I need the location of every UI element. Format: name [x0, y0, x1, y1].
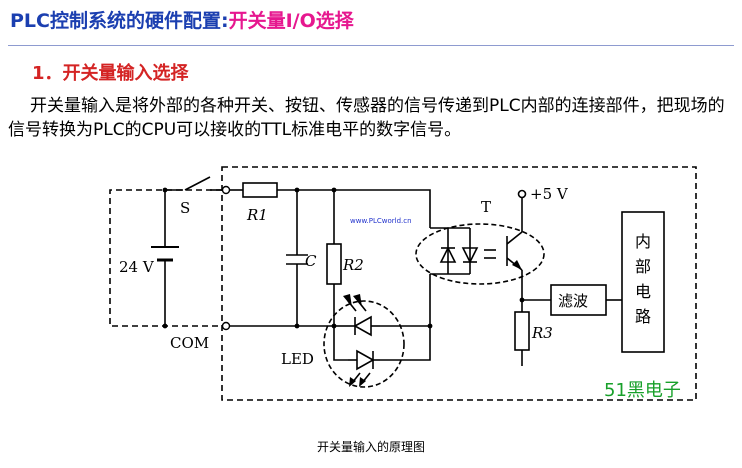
label-internal-1: 内: [635, 232, 651, 251]
junction-dot: [331, 187, 337, 193]
label-t: T: [481, 198, 491, 216]
label-internal-4: 路: [635, 307, 651, 326]
label-filter: 滤波: [558, 292, 588, 310]
label-led: LED: [281, 350, 314, 368]
label-com: COM: [170, 334, 209, 352]
section-heading: 1．开关量输入选择: [32, 63, 189, 84]
label-c: C: [305, 252, 317, 270]
label-s: S: [180, 199, 190, 217]
figure-caption: 开关量输入的原理图: [316, 440, 425, 454]
title-divider: [8, 45, 734, 46]
junction-dot: [427, 323, 433, 329]
resistor-r2: [326, 243, 342, 285]
label-5v: +5 V: [530, 185, 569, 203]
label-24v: 24 V: [119, 258, 155, 276]
url-watermark: www.PLCworld.cn: [350, 217, 412, 225]
internal-circuit-box: [621, 211, 665, 353]
junction-dot: [331, 323, 337, 329]
switch-s: [184, 176, 211, 191]
led-ellipse: [323, 300, 405, 388]
junction-dot: [162, 187, 168, 193]
plc-boundary-box: [221, 166, 697, 401]
transistor-emitter-arrow: [512, 260, 522, 270]
optocoupler-ellipse: [415, 223, 545, 285]
resistor-r3: [514, 311, 530, 351]
title-highlight: 开关量I/O选择: [228, 10, 354, 32]
title-main: PLC控制系统的硬件配置:: [10, 10, 229, 32]
label-r3: R3: [531, 324, 553, 342]
opto-diode-1: [439, 246, 457, 263]
terminal-top: [221, 185, 231, 195]
junction-dot: [294, 323, 300, 329]
led-2: [356, 349, 375, 371]
brand-watermark: 51黑电子: [604, 380, 681, 401]
label-internal-3: 电: [635, 282, 651, 301]
resistor-r1: [242, 182, 278, 198]
opto-diode-2: [461, 247, 479, 264]
label-internal-2: 部: [635, 257, 651, 276]
terminal-com: [221, 321, 231, 331]
page-title: PLC控制系统的硬件配置:开关量I/O选择: [10, 6, 354, 33]
junction-dot: [519, 297, 525, 303]
label-r2: R2: [342, 256, 364, 274]
section-paragraph: 开关量输入是将外部的各种开关、按钮、传感器的信号传递到PLC内部的连接部件，把现…: [8, 96, 725, 140]
junction-dot: [294, 187, 300, 193]
supply-terminal: [517, 189, 527, 199]
label-r1: R1: [246, 206, 268, 224]
junction-dot: [162, 323, 168, 329]
led-1: [353, 315, 372, 337]
